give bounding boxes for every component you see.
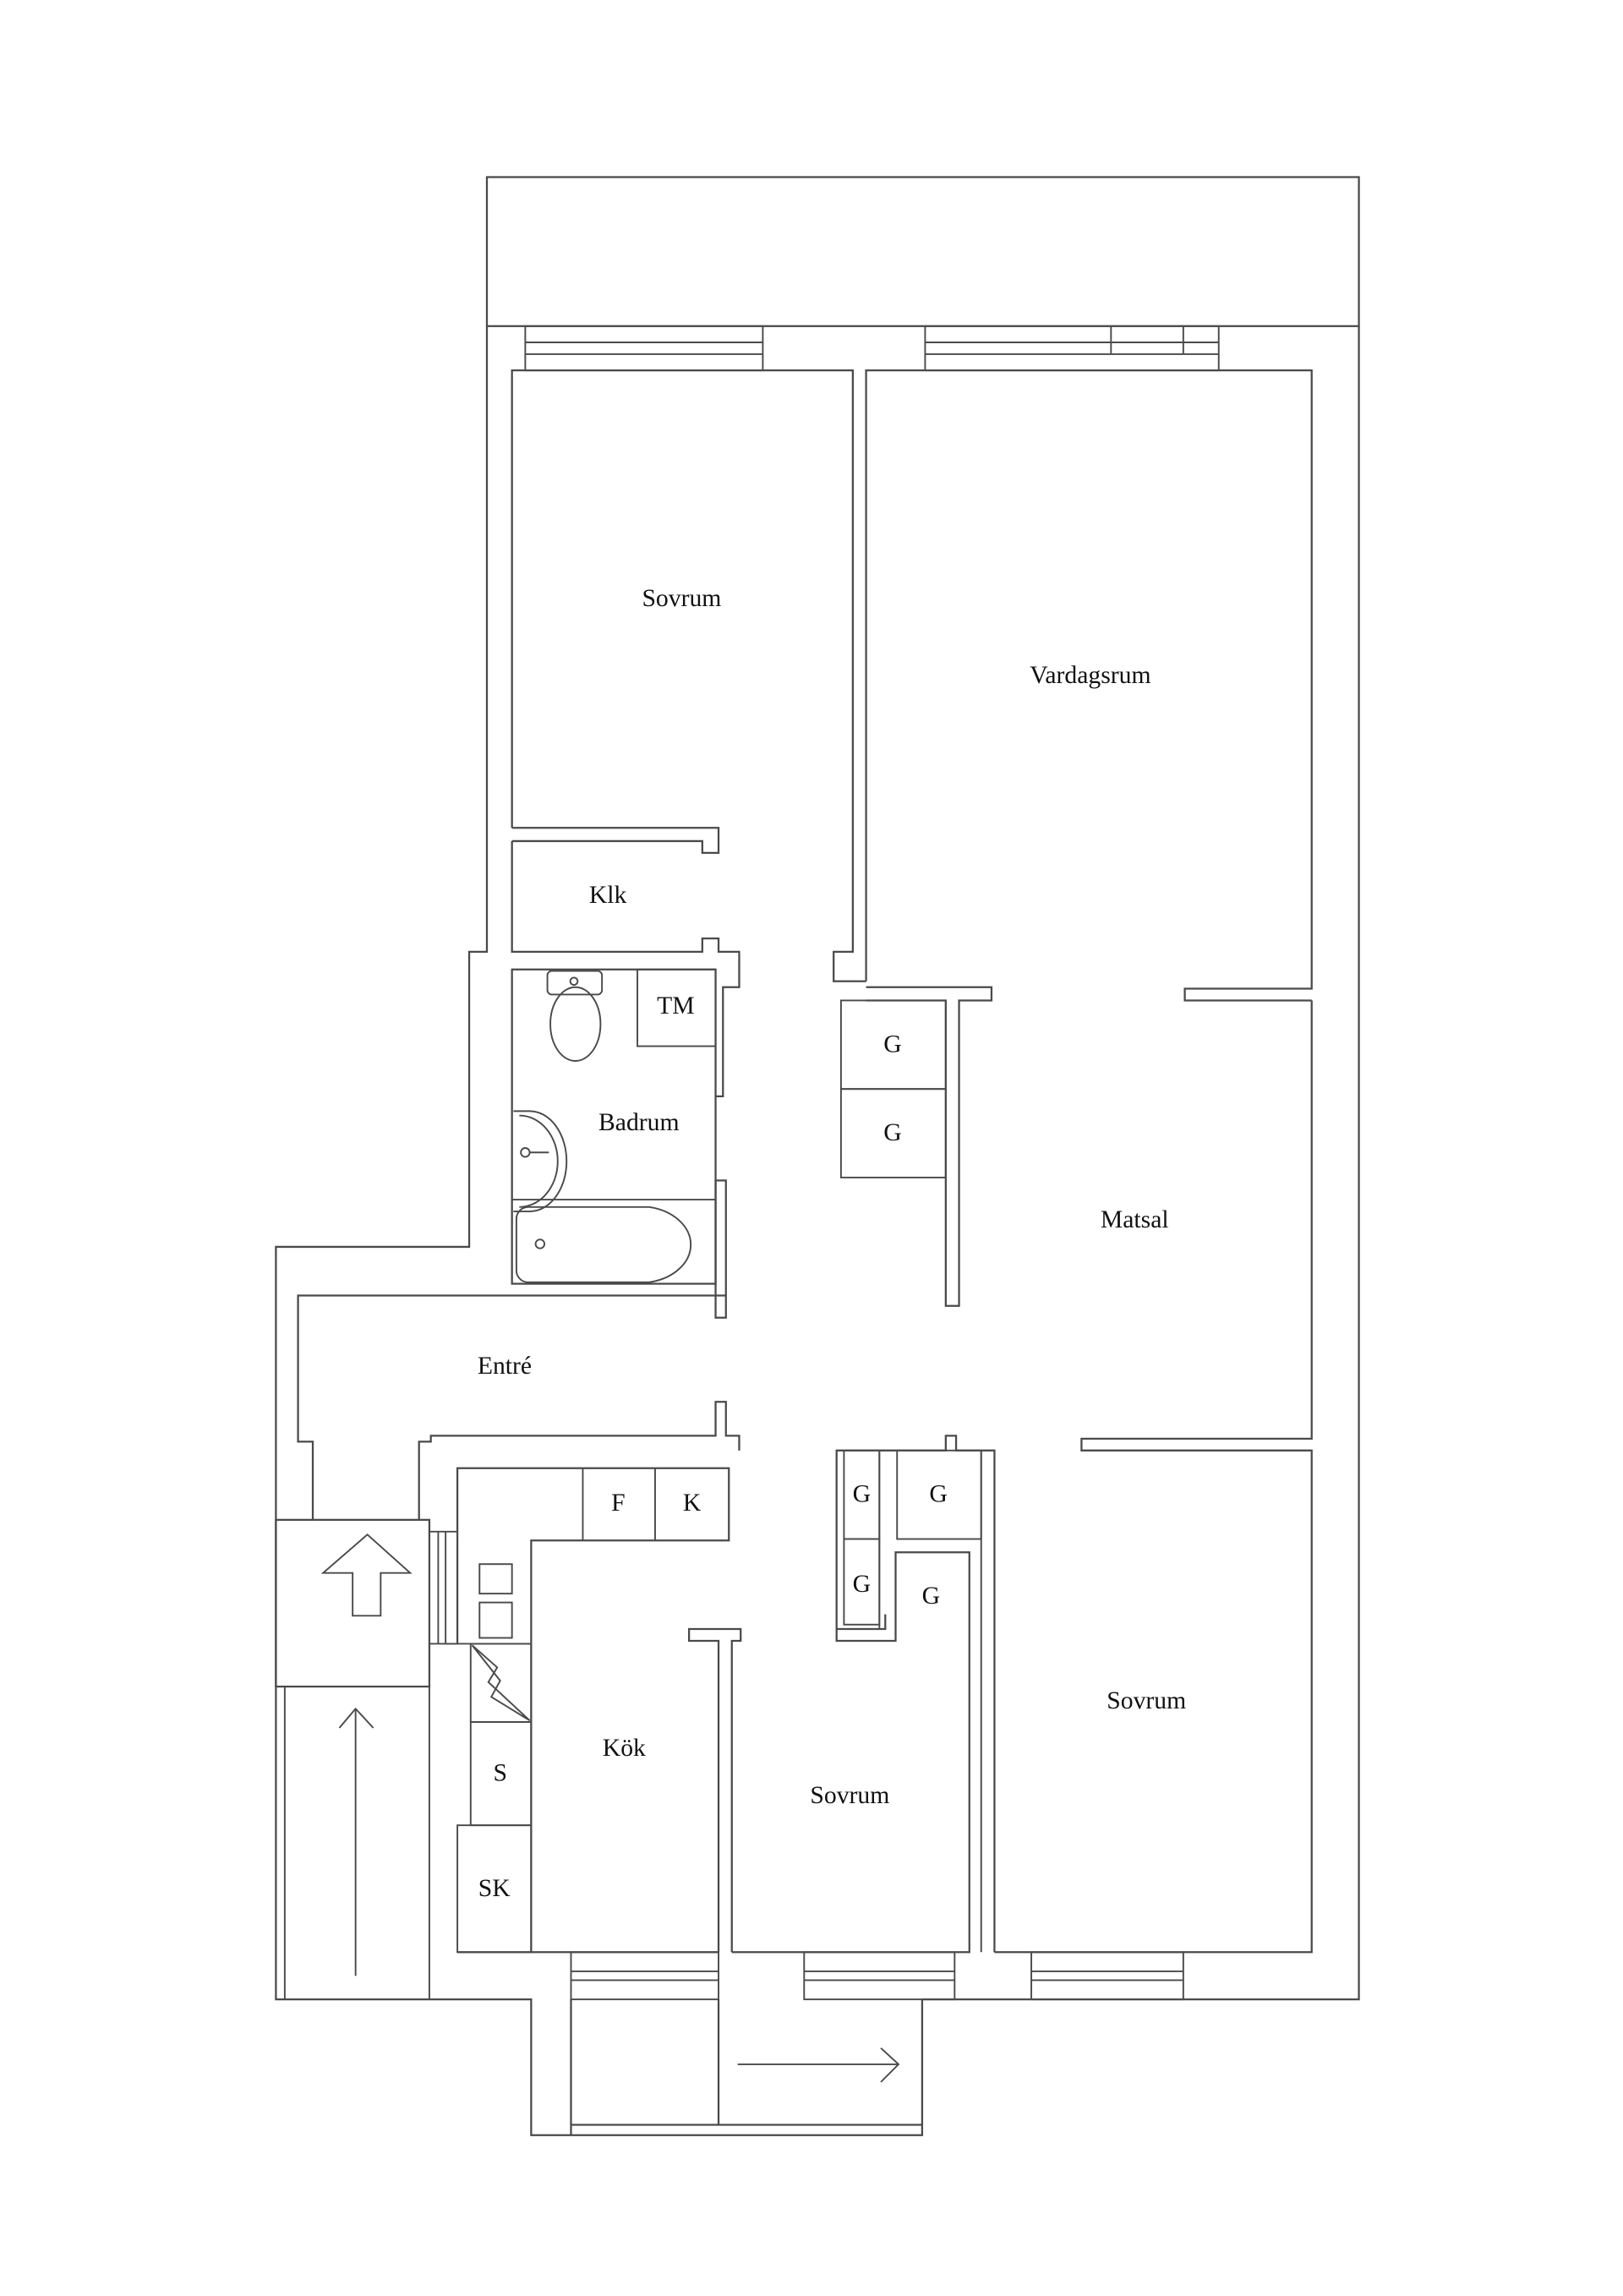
label-kok: Kök [603, 1735, 646, 1762]
room-kok: F K S SK Kök [445, 1467, 742, 1954]
label-sk: SK [478, 1875, 511, 1902]
label-klk: Klk [589, 882, 627, 909]
room-entre: Entré [297, 1294, 740, 1520]
room-badrum: TM Badrum [511, 968, 727, 1319]
label-k: K [683, 1490, 702, 1517]
label-g2: G [883, 1119, 901, 1146]
electric-panel-icon [471, 1644, 531, 1722]
top-balcony [485, 176, 1360, 327]
label-g4: G [929, 1481, 947, 1508]
label-s: S [493, 1760, 507, 1787]
outer-walls [275, 325, 1360, 2136]
sink-icon [513, 1110, 568, 1213]
bottom-windows [570, 1951, 1184, 2001]
label-g5: G [853, 1571, 871, 1598]
bathtub-icon [515, 1205, 692, 1283]
label-tm: TM [657, 992, 694, 1020]
top-windows [524, 325, 1220, 372]
stove-burner-icon [478, 1601, 513, 1639]
room-vardagsrum: Vardagsrum [865, 369, 1313, 1307]
closets: G G G G G G [835, 999, 996, 1953]
label-g3: G [853, 1481, 871, 1508]
label-g6: G [922, 1583, 940, 1610]
label-badrum: Badrum [598, 1109, 680, 1136]
toilet-icon [546, 970, 604, 1062]
label-matsal: Matsal [1101, 1206, 1169, 1233]
room-sovrum-nw: Sovrum [511, 369, 866, 982]
label-entre: Entré [478, 1353, 532, 1380]
stairwell [275, 1518, 458, 2000]
entrance-arrow-icon [320, 1533, 413, 1617]
label-sovrum-nw: Sovrum [642, 585, 721, 612]
room-sovrum-s: Sovrum [731, 1551, 970, 1954]
label-sovrum-se: Sovrum [1107, 1687, 1186, 1714]
label-vardagsrum: Vardagsrum [1030, 662, 1150, 689]
label-sovrum-s: Sovrum [810, 1782, 889, 1809]
stove-burner-icon [478, 1563, 513, 1595]
room-klk: Klk [511, 840, 740, 1098]
room-matsal: Matsal [994, 1000, 1313, 1954]
label-f: F [611, 1490, 626, 1517]
label-g1: G [883, 1030, 901, 1058]
